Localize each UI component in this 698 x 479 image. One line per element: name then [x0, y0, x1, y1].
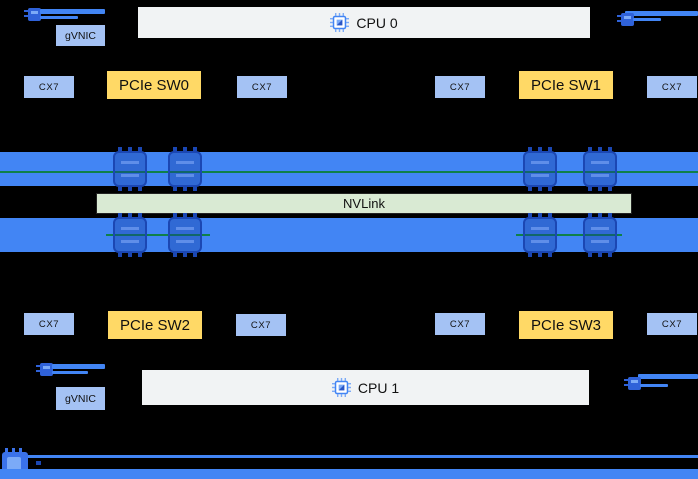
uplink-top-left: [0, 0, 120, 30]
uplink-bottom-left: [30, 358, 120, 380]
cx7-label: CX7: [251, 81, 273, 93]
gvnic-box-top: gVNIC: [56, 25, 105, 46]
gvnic-label: gVNIC: [65, 392, 96, 405]
cx7-nic-box: CX7: [435, 313, 485, 335]
cpu1-box: CPU 1: [142, 370, 589, 405]
cpu-chip-icon: [330, 13, 350, 32]
nvlink-bar: NVLink: [96, 193, 632, 214]
gpu-bar-top: [0, 152, 698, 186]
uplink-line-short: [640, 384, 668, 387]
uplink-line-long: [625, 11, 698, 16]
uplink-line-short: [52, 371, 88, 374]
gpu-chip-icon: [113, 147, 147, 191]
cx7-label: CX7: [449, 81, 471, 93]
nic-chip-icon: [617, 13, 634, 26]
cx7-nic-box: CX7: [647, 313, 697, 335]
nic-chip-icon: [36, 363, 53, 376]
pcie-switch2-label: PCIe SW2: [119, 316, 191, 334]
uplink-line-long: [638, 374, 698, 379]
cx7-nic-box: CX7: [647, 76, 697, 98]
cpu1-label: CPU 1: [357, 379, 400, 396]
pcie-switch1-box: PCIe SW1: [519, 71, 613, 99]
cx7-nic-box: CX7: [435, 76, 485, 98]
cx7-label: CX7: [38, 81, 60, 93]
gpu-chip-icon: [523, 147, 557, 191]
pcie-switch1-label: PCIe SW1: [530, 76, 602, 94]
uplink-bottom-right: [620, 370, 698, 394]
gvnic-label: gVNIC: [65, 29, 96, 42]
nvlink-trace-bottom-right: [516, 234, 622, 236]
nvlink-trace-top: [0, 171, 698, 173]
cx7-label: CX7: [661, 81, 683, 93]
cx7-label: CX7: [250, 319, 272, 331]
nvlink-trace-bottom-left: [106, 234, 210, 236]
uplink-line-long: [52, 364, 105, 369]
pcie-switch2-box: PCIe SW2: [108, 311, 202, 339]
gvnic-box-bottom: gVNIC: [56, 387, 105, 410]
cx7-label: CX7: [449, 318, 471, 330]
cx7-nic-box: CX7: [237, 76, 287, 98]
gpu-chip-icon: [168, 213, 202, 257]
cx7-nic-box: CX7: [24, 313, 74, 335]
pcie-switch3-box: PCIe SW3: [519, 311, 613, 339]
uplink-line-short: [633, 18, 661, 21]
pcie-bus-line: [28, 455, 698, 458]
cpu-chip-icon: [331, 378, 351, 397]
gpu-chip-icon: [113, 213, 147, 257]
cpu0-label: CPU 0: [356, 14, 398, 31]
nic-chip-icon: [24, 8, 41, 21]
cpu0-box: CPU 0: [138, 7, 590, 38]
io-connector-dot: [36, 461, 41, 465]
uplink-line-long: [40, 9, 105, 14]
cx7-label: CX7: [38, 318, 60, 330]
uplink-top-right: [610, 0, 698, 32]
nvlink-label: NVLink: [343, 196, 385, 211]
pcie-bus-bar: [0, 469, 698, 479]
cx7-nic-box: CX7: [24, 76, 74, 98]
pcie-switch0-box: PCIe SW0: [107, 71, 201, 99]
cx7-nic-box: CX7: [236, 314, 286, 336]
pcie-switch0-label: PCIe SW0: [118, 76, 190, 94]
gpu-chip-icon: [583, 147, 617, 191]
cx7-label: CX7: [661, 318, 683, 330]
nic-chip-icon: [624, 377, 641, 390]
pcie-switch3-label: PCIe SW3: [530, 316, 602, 334]
gpu-chip-icon: [523, 213, 557, 257]
gpu-chip-icon: [168, 147, 202, 191]
gpu-chip-icon: [583, 213, 617, 257]
uplink-line-short: [40, 16, 78, 19]
